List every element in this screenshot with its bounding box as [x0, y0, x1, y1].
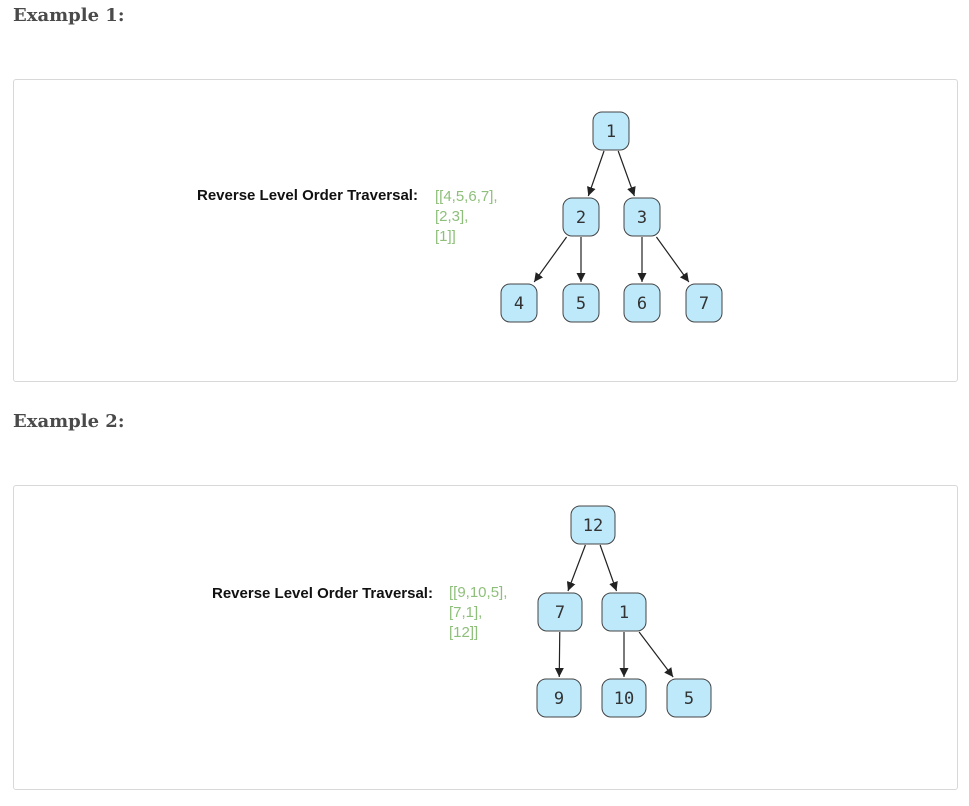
- tree-node-box: [601, 592, 647, 632]
- traversal-line: [2,3],: [435, 208, 469, 225]
- traversal-result: [[4,5,6,7], [2,3], [1]]: [435, 187, 498, 247]
- tree-node-label: 4: [514, 294, 524, 314]
- tree-node: 1: [601, 592, 647, 632]
- example-1-tree: 1 2 3 4 5 6 7: [500, 111, 723, 323]
- tree-node: 10: [601, 678, 647, 718]
- tree-edge: [587, 150, 605, 197]
- example-2-heading: Example 2:: [13, 411, 125, 432]
- tree-node-label: 9: [554, 689, 564, 709]
- tree-node: 7: [537, 592, 583, 632]
- traversal-line: [1]]: [435, 228, 456, 245]
- tree-node: 3: [623, 197, 661, 237]
- tree-edge: [638, 631, 674, 678]
- traversal-line: [[9,10,5],: [449, 584, 508, 601]
- tree-edge: [554, 631, 564, 678]
- tree-node: 5: [562, 283, 600, 323]
- tree-node-label: 7: [699, 294, 709, 314]
- tree-node-label: 2: [576, 208, 586, 228]
- tree-node-box: [623, 197, 661, 237]
- example-1-heading: Example 1:: [13, 5, 125, 26]
- traversal-result: [[9,10,5], [7,1], [12]]: [449, 583, 507, 643]
- tree-node-box: [623, 283, 661, 323]
- tree-node-box: [592, 111, 630, 151]
- tree-node: 2: [562, 197, 600, 237]
- tree-node-box: [601, 678, 647, 718]
- traversal-label: Reverse Level Order Traversal:: [212, 585, 433, 602]
- tree-node-box: [685, 283, 723, 323]
- example-2-panel: Reverse Level Order Traversal: [[9,10,5]…: [13, 485, 958, 790]
- tree-node-box: [562, 197, 600, 237]
- tree-edge: [533, 236, 568, 283]
- traversal-line: [7,1],: [449, 604, 483, 621]
- tree-node: 9: [536, 678, 582, 718]
- tree-node-label: 10: [614, 689, 634, 709]
- tree-node-box: [666, 678, 712, 718]
- example-1-panel: Reverse Level Order Traversal: [[4,5,6,7…: [13, 79, 958, 382]
- traversal-line: [[4,5,6,7],: [435, 188, 498, 205]
- tree-node: 1: [592, 111, 630, 151]
- tree-node: 5: [666, 678, 712, 718]
- tree-node-label: 5: [576, 294, 586, 314]
- example-2-tree: 12 7 1 9 10 5: [536, 505, 712, 718]
- tree-node-label: 6: [637, 294, 647, 314]
- tree-edge: [655, 236, 690, 283]
- tree-node-label: 1: [606, 122, 616, 142]
- traversal-line: [12]]: [449, 624, 479, 641]
- tree-node-label: 7: [555, 603, 565, 623]
- tree-edge: [599, 544, 618, 592]
- tree-node-label: 12: [583, 516, 603, 536]
- tree-node-box: [500, 283, 538, 323]
- tree-node: 4: [500, 283, 538, 323]
- tree-node-box: [562, 283, 600, 323]
- tree-node-box: [536, 678, 582, 718]
- traversal-label: Reverse Level Order Traversal:: [197, 187, 418, 204]
- tree-edge: [566, 544, 586, 592]
- tree-edge: [617, 150, 636, 197]
- tree-node-box: [537, 592, 583, 632]
- tree-node-box: [570, 505, 616, 545]
- tree-node: 12: [570, 505, 616, 545]
- tree-node: 6: [623, 283, 661, 323]
- tree-node-label: 5: [684, 689, 694, 709]
- tree-node-label: 1: [619, 603, 629, 623]
- tree-node: 7: [685, 283, 723, 323]
- tree-node-label: 3: [637, 208, 647, 228]
